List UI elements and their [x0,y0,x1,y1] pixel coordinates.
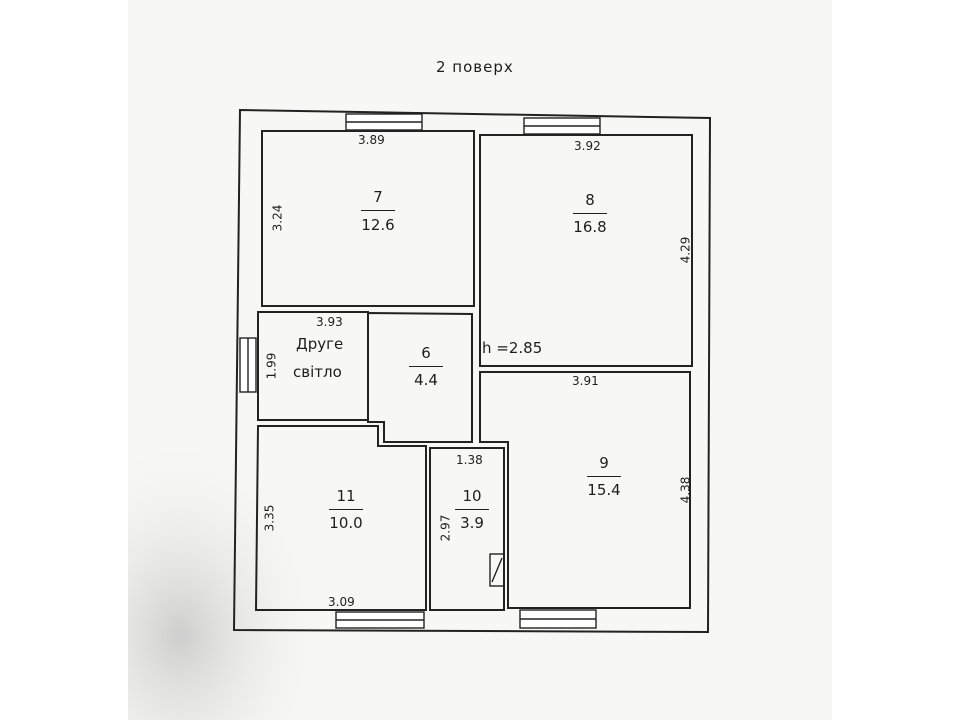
room-8-number: 8 [585,191,595,209]
dimension-label: 4.38 [678,476,693,504]
room-10-number: 10 [462,487,482,505]
dimension-label: 3.91 [572,374,599,388]
room-10-divider [455,509,489,510]
dimension-label: 3.89 [358,133,385,147]
room-9-area: 15.4 [587,481,621,499]
dimension-label: 1.38 [456,453,483,467]
room-6-area: 4.4 [414,371,438,389]
room-8-divider [573,213,607,214]
room-6-number: 6 [421,344,431,362]
room-11-divider [329,509,363,510]
room-9-divider [587,476,621,477]
dimension-label: 4.29 [678,236,693,264]
floor-title: 2 поверх [436,58,514,76]
room-7-divider [361,210,395,211]
room-7-number: 7 [373,188,383,206]
room-9-number: 9 [599,454,609,472]
dimension-label: 2.97 [438,514,453,542]
room-11-area: 10.0 [329,514,363,532]
dimension-label: 3.92 [574,139,601,153]
second-light-line1: Друге [296,335,344,353]
dimension-label: 3.35 [262,504,277,532]
room-7-area: 12.6 [361,216,395,234]
ceiling-height-label: h =2.85 [482,339,543,357]
second-light-line2: світло [293,363,342,381]
dimension-label: 1.99 [264,352,279,380]
dimension-label: 3.24 [270,204,285,232]
room-8-area: 16.8 [573,218,607,236]
room-10-area: 3.9 [460,514,484,532]
room-6-divider [409,366,443,367]
dimension-label: 3.09 [328,595,355,609]
room-11-number: 11 [336,487,356,505]
dimension-label: 3.93 [316,315,343,329]
